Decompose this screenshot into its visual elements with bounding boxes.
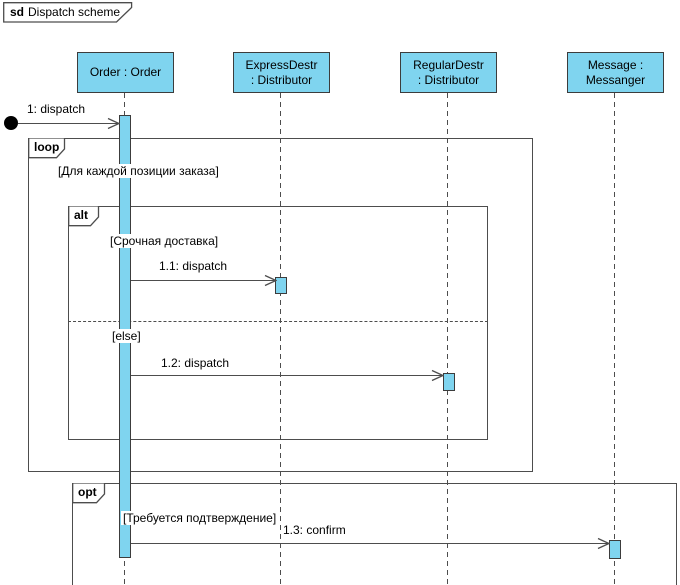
alt-pentagon-shape — [68, 205, 100, 227]
alt-guard-urgent: [Срочная доставка] — [108, 234, 221, 248]
lifeline-message — [614, 93, 615, 585]
message-1-line — [18, 123, 120, 124]
lifeline-head-order: Order : Order — [77, 52, 174, 93]
message-1-3-label: 1.3: confirm — [281, 523, 348, 537]
found-message-circle — [4, 116, 18, 130]
lifeline-head-label: Messanger — [585, 72, 646, 87]
sd-keyword: sd — [10, 5, 25, 19]
loop-pentagon-shape — [28, 137, 66, 159]
lifeline-head-label: : Distributor — [417, 72, 480, 87]
lifeline-head-label: ExpressDestr — [245, 57, 318, 72]
lifeline-head-label: Order : Order — [89, 65, 162, 79]
diagram-name: Dispatch scheme — [28, 5, 121, 19]
message-1-1-line — [131, 280, 276, 281]
message-1-1-label: 1.1: dispatch — [157, 259, 230, 273]
alt-divider — [68, 321, 488, 322]
title-tab-shape — [3, 2, 133, 23]
message-1-2-arrowhead-icon — [431, 369, 444, 382]
loop-guard: [Для каждой позиции заказа] — [56, 164, 221, 178]
opt-pentagon-shape — [72, 482, 106, 504]
message-1-arrowhead-icon — [107, 117, 120, 130]
message-1-1-arrowhead-icon — [264, 274, 277, 287]
alt-operator-label: alt — [74, 208, 89, 222]
activation-message — [609, 540, 621, 559]
activation-expressdestr — [275, 277, 287, 294]
message-1-2-line — [131, 375, 443, 376]
alt-guard-else: [else] — [110, 329, 143, 343]
lifeline-head-message: Message : Messanger — [567, 52, 664, 93]
activation-regulardestr — [443, 373, 455, 391]
message-1-3-line — [131, 543, 609, 544]
message-1-2-label: 1.2: dispatch — [159, 356, 232, 370]
lifeline-head-regulardestr: RegularDestr : Distributor — [400, 52, 497, 93]
lifeline-head-label: : Distributor — [250, 72, 313, 87]
lifeline-head-label: RegularDestr — [413, 57, 484, 72]
message-1-3-arrowhead-icon — [597, 537, 610, 550]
loop-operator-label: loop — [34, 140, 60, 154]
opt-fragment-frame — [72, 483, 677, 585]
loop-operator: loop — [28, 137, 66, 162]
alt-operator: alt — [68, 205, 100, 230]
lifeline-expressdestr — [280, 93, 281, 585]
lifeline-head-label: Message : — [587, 57, 644, 72]
loop-fragment-frame — [28, 138, 533, 472]
lifeline-head-expressdestr: ExpressDestr : Distributor — [233, 52, 330, 93]
opt-operator-label: opt — [78, 485, 97, 499]
lifeline-regulardestr — [447, 93, 448, 585]
opt-guard: [Требуется подтверждение] — [121, 511, 279, 525]
message-1-label: 1: dispatch — [25, 102, 88, 116]
alt-fragment-frame — [68, 206, 488, 440]
opt-operator: opt — [72, 482, 106, 507]
